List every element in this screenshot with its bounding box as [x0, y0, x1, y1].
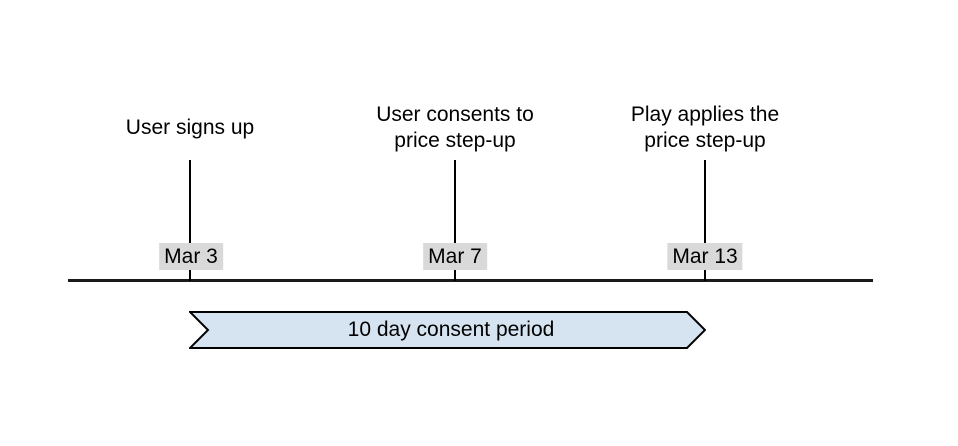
event-title-play-applies: Play applies the price step-up	[630, 103, 780, 152]
consent-period-label: 10 day consent period	[347, 318, 555, 341]
timeline-axis	[68, 279, 873, 282]
date-label-mar-7: Mar 7	[423, 243, 487, 270]
chevron-ribbon-icon	[189, 311, 706, 349]
date-label-mar-3: Mar 3	[159, 243, 223, 270]
event-tick-mar-3	[189, 160, 191, 281]
consent-period-banner: 10 day consent period	[189, 311, 706, 349]
event-tick-mar-7	[454, 160, 456, 281]
event-tick-mar-13	[704, 160, 706, 281]
date-label-mar-13: Mar 13	[667, 243, 743, 270]
consent-period-arrow-shape	[189, 311, 706, 349]
event-title-user-signs-up: User signs up	[125, 116, 255, 139]
event-title-user-consents: User consents to price step-up	[376, 103, 534, 152]
